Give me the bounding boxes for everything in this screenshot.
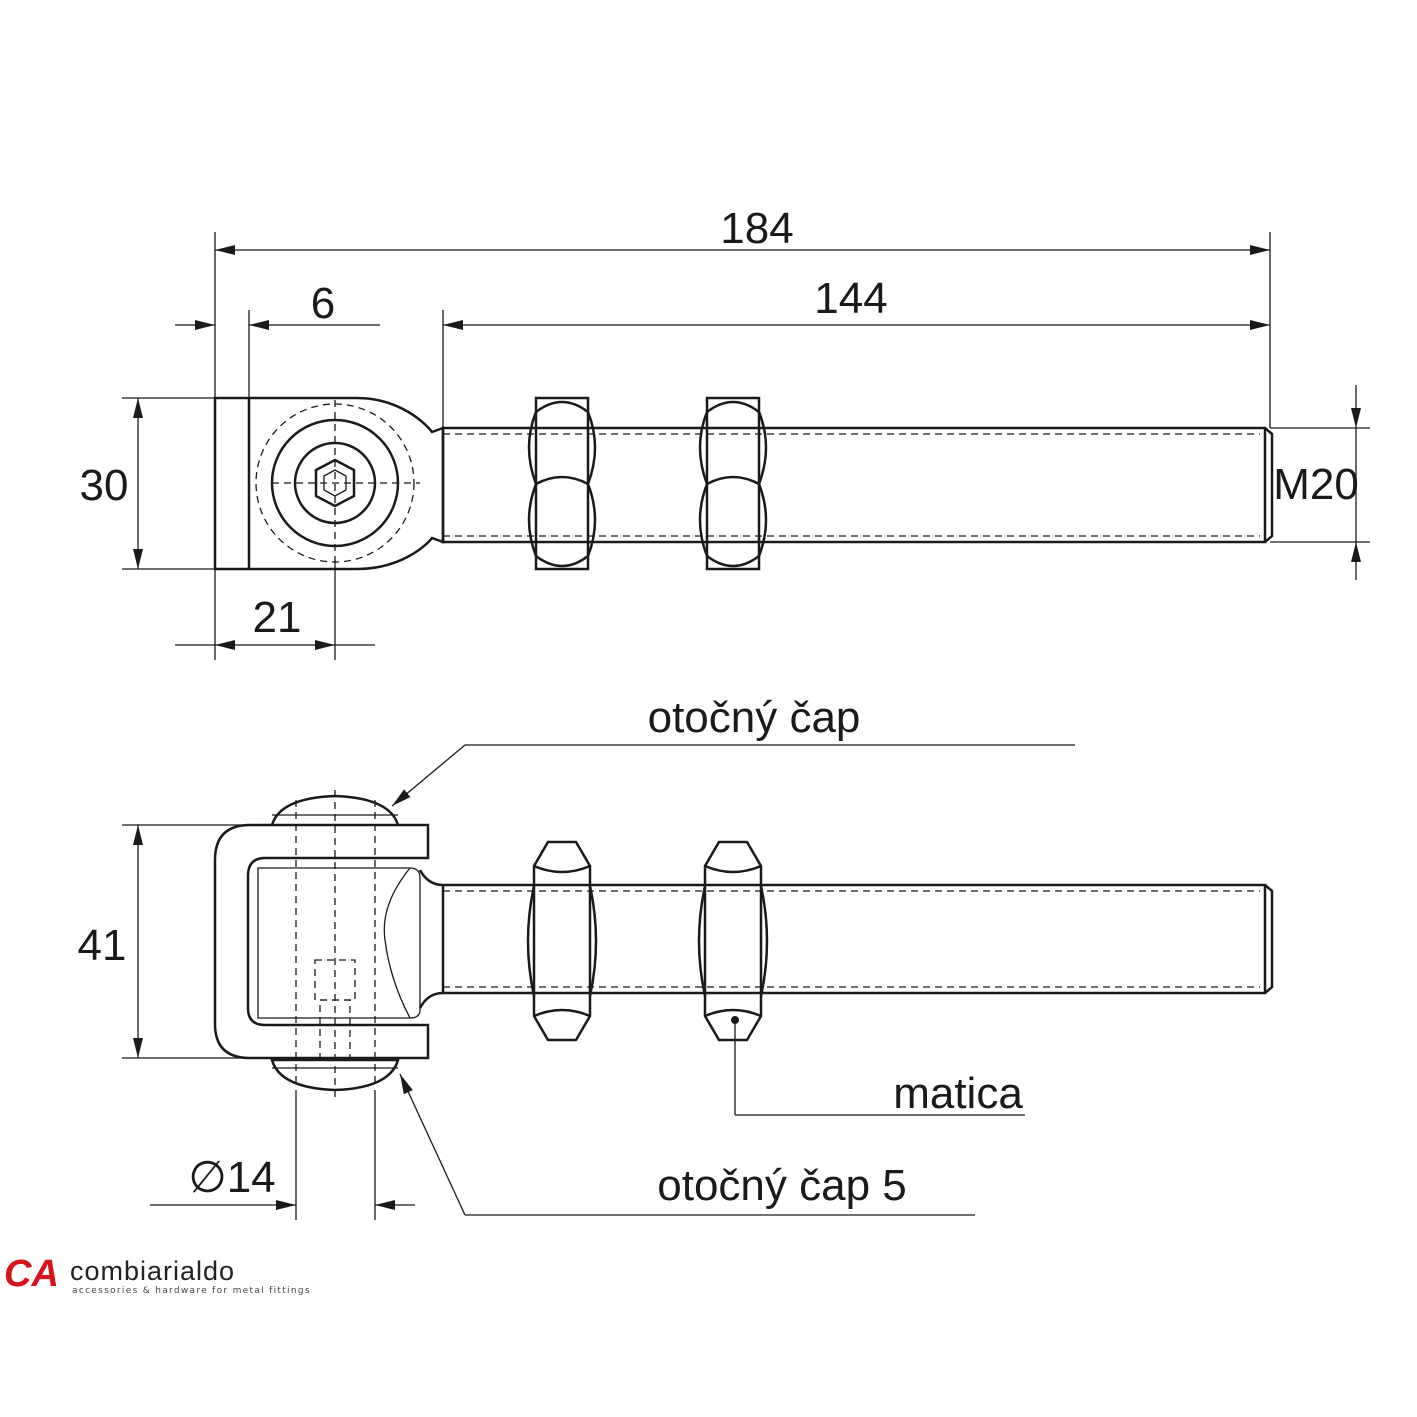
- side-view: 41 ∅14 otočný čap matica otočný čap 5: [78, 693, 1274, 1220]
- label-pin-bottom: otočný čap 5: [657, 1161, 907, 1210]
- brand-logo: CA combiarialdo accessories & hardware f…: [4, 1252, 324, 1297]
- threaded-rod-side: [441, 883, 1267, 995]
- ca-logo-mark: CA: [4, 1253, 59, 1292]
- u-bracket: [213, 823, 430, 1060]
- label-nut: matica: [893, 1069, 1023, 1118]
- dim-offset-label: 6: [311, 279, 335, 328]
- threaded-rod: [441, 426, 1267, 544]
- hex-socket-inner: [323, 469, 347, 497]
- leader-pin-top: [391, 744, 466, 807]
- nut-1-top: [527, 396, 597, 571]
- thread-size-label: M20: [1273, 460, 1359, 509]
- label-pin-top: otočný čap: [648, 693, 861, 742]
- nut-2-side: [697, 840, 769, 1042]
- dim-side-height-label: 41: [78, 921, 127, 970]
- nut-1-side: [526, 840, 598, 1042]
- leader-pin-bottom: [399, 1073, 466, 1216]
- svg-text:CA: CA: [4, 1253, 59, 1292]
- dim-overall-label: 184: [720, 204, 793, 253]
- dim-thread-length-label: 144: [814, 274, 887, 323]
- brand-tagline: accessories & hardware for metal fitting…: [72, 1286, 311, 1296]
- dim-height-label: 30: [80, 461, 129, 510]
- rod-chamfer: [1264, 427, 1274, 543]
- nut-2-top: [698, 396, 768, 571]
- top-view: 184 144 6 30 21 M20: [80, 204, 1370, 660]
- dim-pin-diameter-label: ∅14: [188, 1153, 275, 1202]
- brand-name: combiarialdo: [70, 1256, 236, 1286]
- pin-cap-bottom: [270, 1058, 400, 1092]
- dim-pin-center-label: 21: [253, 593, 302, 642]
